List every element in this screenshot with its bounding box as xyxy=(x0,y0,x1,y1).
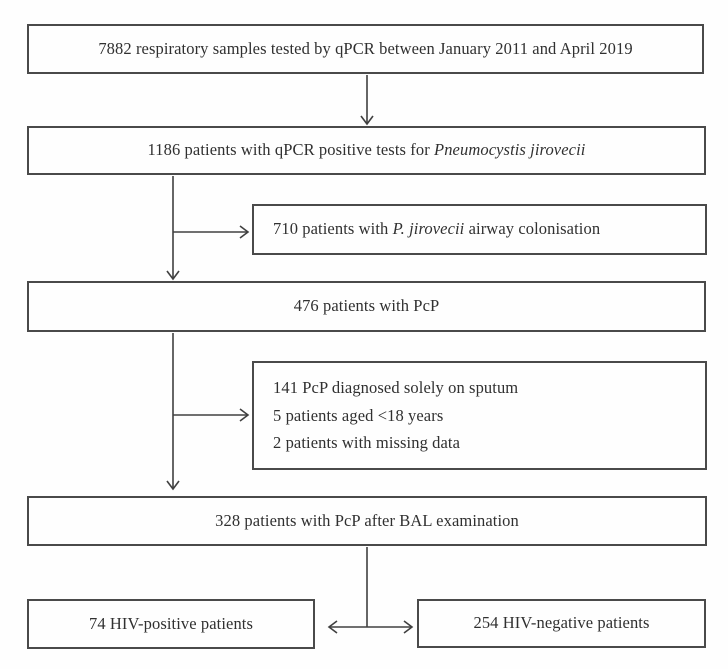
arrow-hiv-split xyxy=(327,620,414,634)
box-pcp-bal: 328 patients with PcP after BAL examinat… xyxy=(27,496,707,546)
arrow-branch-colonisation xyxy=(173,225,250,239)
species-abbrev-italic: P. jirovecii xyxy=(392,219,465,239)
box-qpcr-positive: 1186 patients with qPCR positive tests f… xyxy=(27,126,706,175)
box-hiv-negative-text: 254 HIV-negative patients xyxy=(473,613,650,633)
exclusion-line-age: 5 patients aged <18 years xyxy=(273,405,444,425)
box-pcp-text: 476 patients with PcP xyxy=(293,296,440,316)
box-total-samples-text: 7882 respiratory samples tested by qPCR … xyxy=(98,38,633,58)
box-pcp: 476 patients with PcP xyxy=(27,281,706,332)
box-colonisation: 710 patients with P. jirovecii airway co… xyxy=(252,204,707,255)
arrow-pcp-to-bal xyxy=(166,333,180,491)
species-name-italic: Pneumocystis jirovecii xyxy=(434,140,586,160)
arrow-branch-exclusions xyxy=(173,408,250,422)
box-colonisation-text: 710 patients with P. jirovecii airway co… xyxy=(273,219,601,239)
arrow-samples-to-qpcr xyxy=(360,75,374,126)
box-hiv-positive-text: 74 HIV-positive patients xyxy=(88,613,254,633)
box-exclusions: 141 PcP diagnosed solely on sputum 5 pat… xyxy=(252,361,707,470)
box-hiv-negative: 254 HIV-negative patients xyxy=(417,599,706,648)
box-hiv-positive: 74 HIV-positive patients xyxy=(27,599,315,649)
exclusion-line-missing-data: 2 patients with missing data xyxy=(273,433,461,453)
box-pcp-bal-text: 328 patients with PcP after BAL examinat… xyxy=(215,510,519,530)
box-qpcr-positive-text: 1186 patients with qPCR positive tests f… xyxy=(147,140,586,160)
arrow-qpcr-to-pcp xyxy=(166,176,180,281)
exclusion-line-sputum: 141 PcP diagnosed solely on sputum xyxy=(273,378,519,398)
box-total-samples: 7882 respiratory samples tested by qPCR … xyxy=(27,24,704,74)
